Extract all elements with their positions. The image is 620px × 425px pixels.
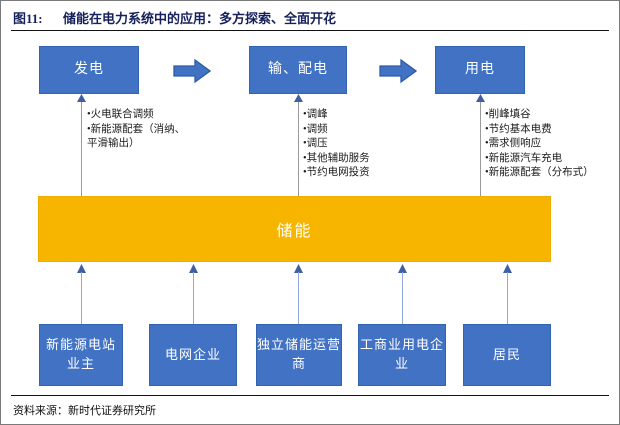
arrow-up-grid-corp xyxy=(189,264,198,324)
title-divider xyxy=(11,30,609,31)
source-note: 资料来源：新时代证券研究所 xyxy=(13,405,156,417)
arrow-up-icon xyxy=(398,264,407,273)
arrow-up-resident xyxy=(503,264,512,324)
list-item: •新能源配套（消纳、 xyxy=(87,123,186,135)
benefit-list-generation: •火电联合调频 •新能源配套（消纳、 平滑输出） xyxy=(87,108,185,152)
node-power-consumption[interactable]: 用电 xyxy=(435,46,525,94)
node-power-generation[interactable]: 发电 xyxy=(39,46,139,94)
connector-line-transmission xyxy=(298,102,299,196)
page-title: 储能在电力系统中的应用：多方探索、全面开花 xyxy=(63,11,337,26)
node-transmission-distribution[interactable]: 输、配电 xyxy=(249,46,347,94)
node-new-energy-plant-owner[interactable]: 新能源电站业主 xyxy=(39,324,123,386)
list-item: •其他辅助服务 xyxy=(303,152,370,164)
arrow-up-new-energy xyxy=(77,264,86,324)
right-block-arrow-icon xyxy=(379,58,417,84)
arrow-up-icon xyxy=(189,264,198,273)
list-item: •节约电网投资 xyxy=(303,167,370,178)
figure-label: 图11: xyxy=(13,11,43,26)
node-independent-storage-operator[interactable]: 独立储能运营商 xyxy=(256,324,342,386)
list-item: •削峰填谷 xyxy=(485,109,531,120)
connector-arrowhead-up-icon xyxy=(77,94,86,102)
figure-title-bar: 图11: 储能在电力系统中的应用：多方探索、全面开花 xyxy=(1,1,619,33)
list-item: •调频 xyxy=(303,123,328,135)
list-item: •火电联合调频 xyxy=(87,109,154,120)
arrow-stem xyxy=(193,272,194,324)
connector-line-generation xyxy=(81,102,82,196)
arrow-stem xyxy=(81,272,82,324)
arrow-up-storage-operator xyxy=(294,264,303,324)
node-industrial-commercial-user[interactable]: 工商业用电企业 xyxy=(358,324,446,386)
node-grid-company[interactable]: 电网企业 xyxy=(149,324,237,386)
right-block-arrow-icon xyxy=(173,58,211,84)
benefit-list-consumption: •削峰填谷 •节约基本电费 •需求侧响应 •新能源汽车充电 •新能源配套（分布式… xyxy=(485,108,594,181)
list-item: •调峰 xyxy=(303,109,328,120)
list-item: •新能源配套（分布式） xyxy=(485,167,594,178)
list-item: •调压 xyxy=(303,138,328,149)
node-energy-storage[interactable]: 储能 xyxy=(38,196,551,262)
diagram-canvas: 发电 输、配电 用电 xyxy=(1,32,619,394)
node-resident[interactable]: 居民 xyxy=(463,324,551,386)
arrow-up-icon xyxy=(503,264,512,273)
benefit-list-transmission: •调峰 •调频 •调压 •其他辅助服务 •节约电网投资 xyxy=(303,108,370,181)
arrow-up-industrial-commercial xyxy=(398,264,407,324)
connector-arrowhead-up-icon xyxy=(294,94,303,102)
arrow-up-icon xyxy=(294,264,303,273)
list-item: •需求侧响应 xyxy=(485,138,542,149)
connector-arrowhead-up-icon xyxy=(476,94,485,102)
arrow-stem xyxy=(402,272,403,324)
list-item: 平滑输出） xyxy=(87,138,140,149)
arrow-up-icon xyxy=(77,264,86,273)
list-item: •节约基本电费 xyxy=(485,123,552,135)
arrow-stem xyxy=(298,272,299,324)
list-item: •新能源汽车充电 xyxy=(485,152,563,164)
footer-divider xyxy=(11,395,609,396)
arrow-stem xyxy=(507,272,508,324)
connector-line-consumption xyxy=(480,102,481,196)
